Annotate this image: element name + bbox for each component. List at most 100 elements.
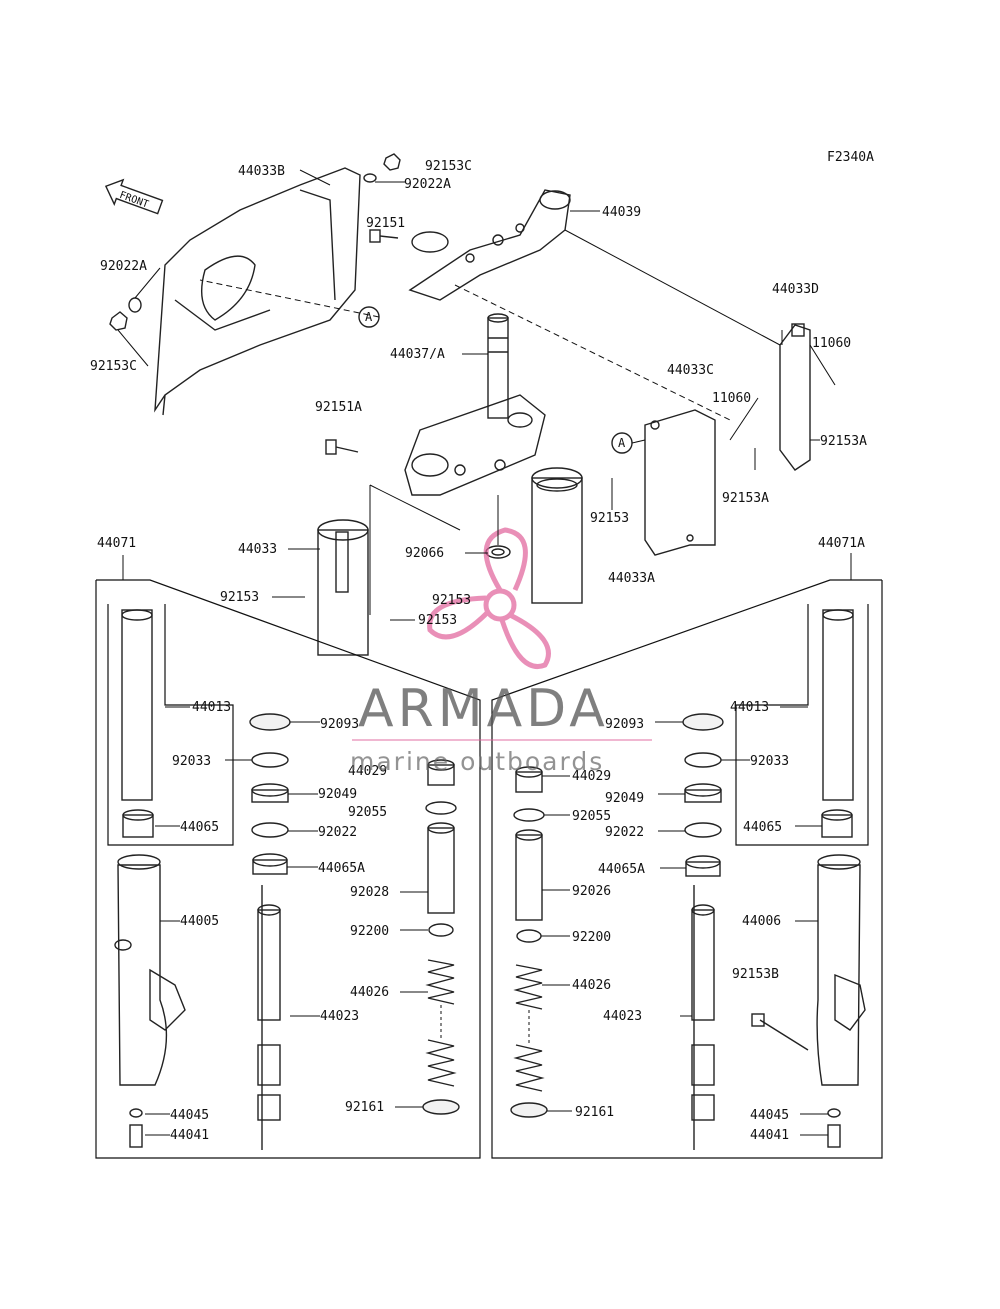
bushing-44065-right xyxy=(821,809,853,838)
label-44041-left: 44041 xyxy=(170,1128,209,1143)
washer-92200-right xyxy=(516,929,542,943)
washer-92022a-left xyxy=(109,297,142,331)
label-92153-left: 92153 xyxy=(220,590,259,605)
seal-92093-right xyxy=(682,713,724,731)
label-92153a-mid: 92153A xyxy=(722,491,769,506)
label-92153a-right: 92153A xyxy=(820,434,867,449)
label-44006: 44006 xyxy=(742,914,781,929)
clip-92033-left xyxy=(251,752,289,768)
figure-code: F2340A xyxy=(827,150,874,165)
label-92153c-top: 92153C xyxy=(425,159,472,174)
cover-tube-44033 xyxy=(317,519,369,656)
label-92093-right: 92093 xyxy=(605,717,644,732)
leader-lines xyxy=(117,169,852,1136)
label-44037a: 44037/A xyxy=(390,347,445,362)
label-44029-left: 44029 xyxy=(348,764,387,779)
bolt-44041-left xyxy=(129,1124,143,1148)
label-92200-right: 92200 xyxy=(572,930,611,945)
label-92151: 92151 xyxy=(366,216,405,231)
o-ring-92055-left xyxy=(425,801,457,815)
label-92022a-top: 92022A xyxy=(404,177,451,192)
label-44013-left: 44013 xyxy=(192,700,231,715)
label-44033d: 44033D xyxy=(772,282,819,297)
label-44065a-left: 44065A xyxy=(318,861,365,876)
label-92033-left: 92033 xyxy=(172,754,211,769)
inner-tube-44013-left xyxy=(121,609,153,801)
seal-92049-left xyxy=(251,783,289,803)
label-44013-right: 44013 xyxy=(730,700,769,715)
watermark-title: ARMADA xyxy=(358,679,609,739)
spacer-92026 xyxy=(515,829,543,921)
bolt-92151 xyxy=(369,229,399,243)
watermark-subtitle: marine outboards xyxy=(350,747,604,776)
cap-bolt-44029-right xyxy=(515,766,543,793)
watermark-propeller-logo xyxy=(427,527,551,669)
washer-92200-left xyxy=(428,923,454,937)
label-44045-right: 44045 xyxy=(750,1108,789,1123)
label-92153c-left: 92153C xyxy=(90,359,137,374)
seat-92161-right xyxy=(510,1102,548,1118)
o-ring-92055-right xyxy=(513,808,545,822)
svg-text:A: A xyxy=(365,310,373,324)
cover-tube-44033a xyxy=(531,467,583,604)
label-44071a: 44071A xyxy=(818,536,865,551)
label-44005: 44005 xyxy=(180,914,219,929)
cover-44033b xyxy=(154,167,361,416)
label-92066: 92066 xyxy=(405,546,444,561)
label-44033b: 44033B xyxy=(238,164,285,179)
label-44026-right: 44026 xyxy=(572,978,611,993)
bushing-44065a-left xyxy=(252,853,288,875)
label-92093-left: 92093 xyxy=(320,717,359,732)
spring-44026-left xyxy=(425,959,457,1087)
label-44041-right: 44041 xyxy=(750,1128,789,1143)
label-92161-right: 92161 xyxy=(575,1105,614,1120)
label-92153-lower: 92153 xyxy=(418,613,457,628)
label-11060-mid: 11060 xyxy=(712,391,751,406)
washer-44045-right xyxy=(827,1108,841,1118)
seal-92066 xyxy=(485,545,511,559)
box-right-fork xyxy=(491,579,883,1159)
label-44023-right: 44023 xyxy=(603,1009,642,1024)
label-44026-left: 44026 xyxy=(350,985,389,1000)
label-44071: 44071 xyxy=(97,536,136,551)
cap-bolt-44029-left xyxy=(427,759,455,786)
upper-bracket-44039 xyxy=(408,189,571,301)
label-92153-mid: 92153 xyxy=(590,511,629,526)
label-92033-right: 92033 xyxy=(750,754,789,769)
washer-92022-left xyxy=(251,822,289,838)
front-direction-arrow: FRONT xyxy=(104,178,164,215)
label-92049-right: 92049 xyxy=(605,791,644,806)
label-44065a-right: 44065A xyxy=(598,862,645,877)
washer-92022-right xyxy=(684,822,722,838)
bolt-92151a xyxy=(325,439,359,455)
label-44033a: 44033A xyxy=(608,571,655,586)
spring-44026-right xyxy=(513,964,545,1092)
bushing-44065a-right xyxy=(685,855,721,877)
outer-tube-44005 xyxy=(114,854,186,1086)
clip-92033-right xyxy=(684,752,722,768)
box-left-inner-tube xyxy=(107,604,234,846)
seal-92093-left xyxy=(249,713,291,731)
label-44023-left: 44023 xyxy=(320,1009,359,1024)
label-92022-left: 92022 xyxy=(318,825,357,840)
bolt-92153b xyxy=(751,1013,809,1051)
label-92049-left: 92049 xyxy=(318,787,357,802)
assembly-lines xyxy=(199,229,781,615)
label-44039: 44039 xyxy=(602,205,641,220)
cover-44033c xyxy=(644,409,716,556)
nut-92153c-top xyxy=(363,153,401,183)
seal-92049-right xyxy=(684,783,722,803)
box-left-fork xyxy=(95,579,481,1159)
spacer-92028 xyxy=(427,822,455,914)
label-11060-right: 11060 xyxy=(812,336,851,351)
label-44065-left: 44065 xyxy=(180,820,219,835)
cover-44033d xyxy=(779,323,811,471)
label-92153b: 92153B xyxy=(732,967,779,982)
label-92022-right: 92022 xyxy=(605,825,644,840)
label-44033: 44033 xyxy=(238,542,277,557)
label-92022a-left: 92022A xyxy=(100,259,147,274)
label-92055-right: 92055 xyxy=(572,809,611,824)
label-92200-left: 92200 xyxy=(350,924,389,939)
ref-marker-a-1: A xyxy=(358,306,380,328)
